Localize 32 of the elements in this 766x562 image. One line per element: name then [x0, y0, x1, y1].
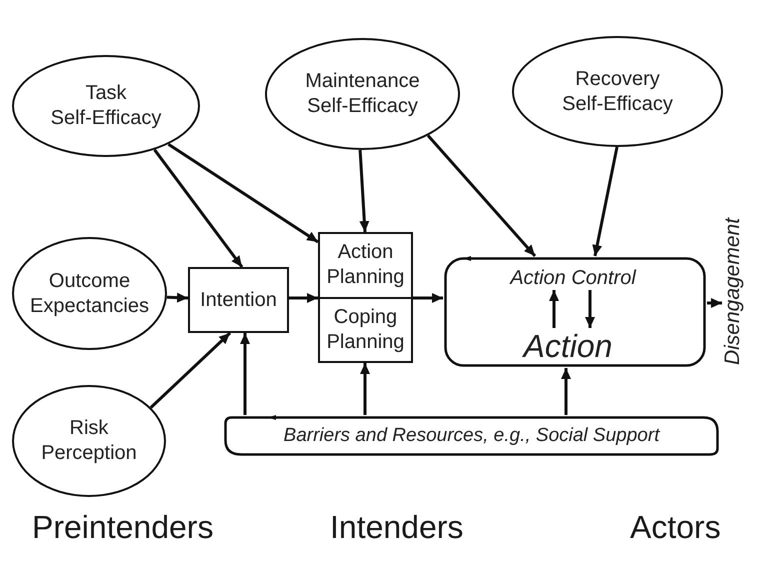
arrow [426, 134, 536, 257]
split-box [318, 232, 413, 363]
construct-ellipse: Recovery Self-Efficacy [512, 36, 723, 147]
arrow [707, 298, 722, 308]
scroll-banner: Barriers and Resources, e.g., Social Support [223, 415, 720, 457]
arrow [168, 142, 319, 244]
stage-label: Intenders [330, 508, 464, 547]
construct-ellipse: Risk Perception [12, 385, 166, 497]
vertical-label: Disengagement [722, 218, 743, 365]
construct-ellipse: Task Self-Efficacy [12, 55, 200, 157]
arrow [150, 332, 232, 409]
inner-heading: Action Control [507, 266, 639, 290]
construct-ellipse: Outcome Expectancies [12, 237, 167, 350]
stage-label: Preintenders [32, 508, 214, 547]
arrow [360, 363, 370, 415]
stage-label: Actors [630, 508, 721, 547]
rounded-box [443, 256, 707, 368]
arrow [585, 290, 595, 328]
arrow [289, 293, 318, 303]
arrow [413, 293, 443, 303]
arrow [153, 148, 244, 268]
arrow [166, 292, 188, 303]
box-text: Coping Planning [326, 304, 406, 355]
construct-ellipse: Maintenance Self-Efficacy [265, 38, 460, 150]
arrow [240, 333, 250, 415]
inner-label: Action [521, 328, 615, 364]
box-text: Action Planning [326, 240, 406, 290]
arrow [561, 368, 571, 415]
arrow [549, 290, 559, 328]
arrow [358, 150, 370, 232]
process-box: Intention [188, 267, 289, 333]
arrow [592, 146, 618, 256]
